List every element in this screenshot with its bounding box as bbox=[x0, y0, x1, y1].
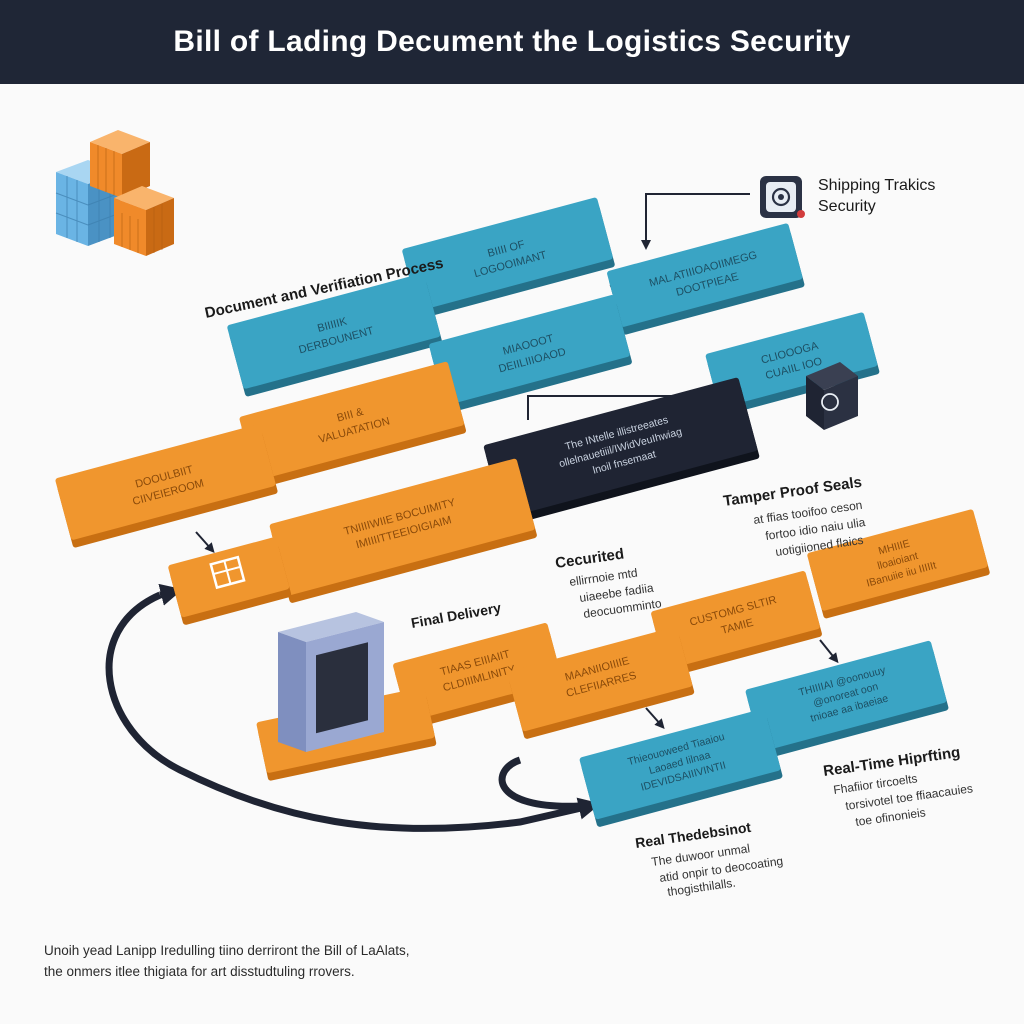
seal-device-icon bbox=[806, 362, 858, 430]
process-diagram: Shipping Trakics Security BIIII OF LOGOO… bbox=[55, 130, 991, 899]
container-unit-icon bbox=[278, 612, 384, 752]
node-import-detail[interactable]: MIAOOOT DEIILIIIOAOD bbox=[428, 294, 632, 413]
title-bar: Bill of Lading Decument the Logistics Se… bbox=[0, 0, 1024, 84]
node-document-icon[interactable] bbox=[168, 537, 292, 626]
node-document-record[interactable]: BIIIIIK DERBOUNENT bbox=[227, 273, 443, 397]
node-customs-stamp[interactable]: MHIIIE lloaioiant IBanuiie iiu IIIIIt bbox=[807, 509, 991, 619]
badge-arrow bbox=[641, 193, 750, 250]
node-bill-valuation[interactable]: BIII & VALUATATION bbox=[239, 361, 467, 488]
real-time-annotation: Real-Time Hiprfting Fhafiior tircoelts t… bbox=[822, 744, 974, 829]
node-transfer-security[interactable]: TNIIIIWIIE BOCUIMITY IMIIIITTEEIOIGIAIM bbox=[269, 458, 538, 603]
node-security-system[interactable]: The INtelle illistreeates ollelnauetiiil… bbox=[483, 377, 760, 526]
footer-line-1: Unoih yead Lanipp Iredulling tiino derri… bbox=[44, 943, 410, 958]
arrow-customs-to-monitor bbox=[819, 639, 839, 664]
node-real-time-monitor[interactable]: THIIIIAI @oonouuy @onoreat oon tnioae aa… bbox=[745, 640, 949, 759]
badge-label-2: Security bbox=[818, 198, 876, 215]
node-tracking-security[interactable]: TIAAS EIIIAIIT CLDIIIMLINITY bbox=[392, 622, 564, 729]
node-verification-detail[interactable]: MAL ATIIIOAOIIMEGG DOOTPIEAE bbox=[606, 223, 805, 335]
real-shed-annotation: Real Thedebsinot The duwoor unmal atid o… bbox=[634, 819, 784, 899]
tamper-proof-annotation: Tamper Proof Seals at ffias tooifoo ceso… bbox=[722, 474, 866, 559]
page-title: Bill of Lading Decument the Logistics Se… bbox=[173, 25, 851, 58]
node-release-clearance[interactable]: MAANIIOIIIIE CLEFIIARRES bbox=[507, 626, 695, 739]
node-bill-of-lading[interactable]: BIIII OF LOGOOIMANT bbox=[402, 197, 616, 319]
inner-loop-arrow bbox=[498, 756, 581, 810]
securited-annotation: Cecurited ellirrnoie mtd uiaeebe fadiia … bbox=[554, 545, 662, 620]
node-customs-state[interactable]: CUSTOMG SLTIR TAMIE bbox=[650, 570, 822, 677]
lock-camera-icon bbox=[771, 187, 791, 207]
arrow-doc-to-icon bbox=[195, 531, 215, 553]
arrow-release-to-transport bbox=[645, 707, 665, 729]
cargo-boxes-icon bbox=[55, 130, 174, 256]
node-document-conversion[interactable]: DOOULBIIT CIIVEIEROOM bbox=[55, 424, 278, 548]
node-customs-clearance[interactable]: CLIOOOGA CUAIIL IOO bbox=[705, 312, 880, 416]
label-final-delivery: Final Delivery bbox=[410, 599, 503, 631]
node-transport-record[interactable]: Thieouoweed Tiaaiou Laoaed Iilnaa IDEVID… bbox=[579, 708, 783, 827]
badge-label-1: Shipping Trakics bbox=[818, 177, 935, 194]
shipping-security-badge: Shipping Trakics Security bbox=[760, 176, 935, 218]
footer-line-2: the onmers itlee thigiata for art disstu… bbox=[44, 964, 355, 979]
delivery-loop-arrow bbox=[105, 591, 601, 832]
footer-caption: Unoih yead Lanipp Iredulling tiino derri… bbox=[44, 940, 944, 982]
